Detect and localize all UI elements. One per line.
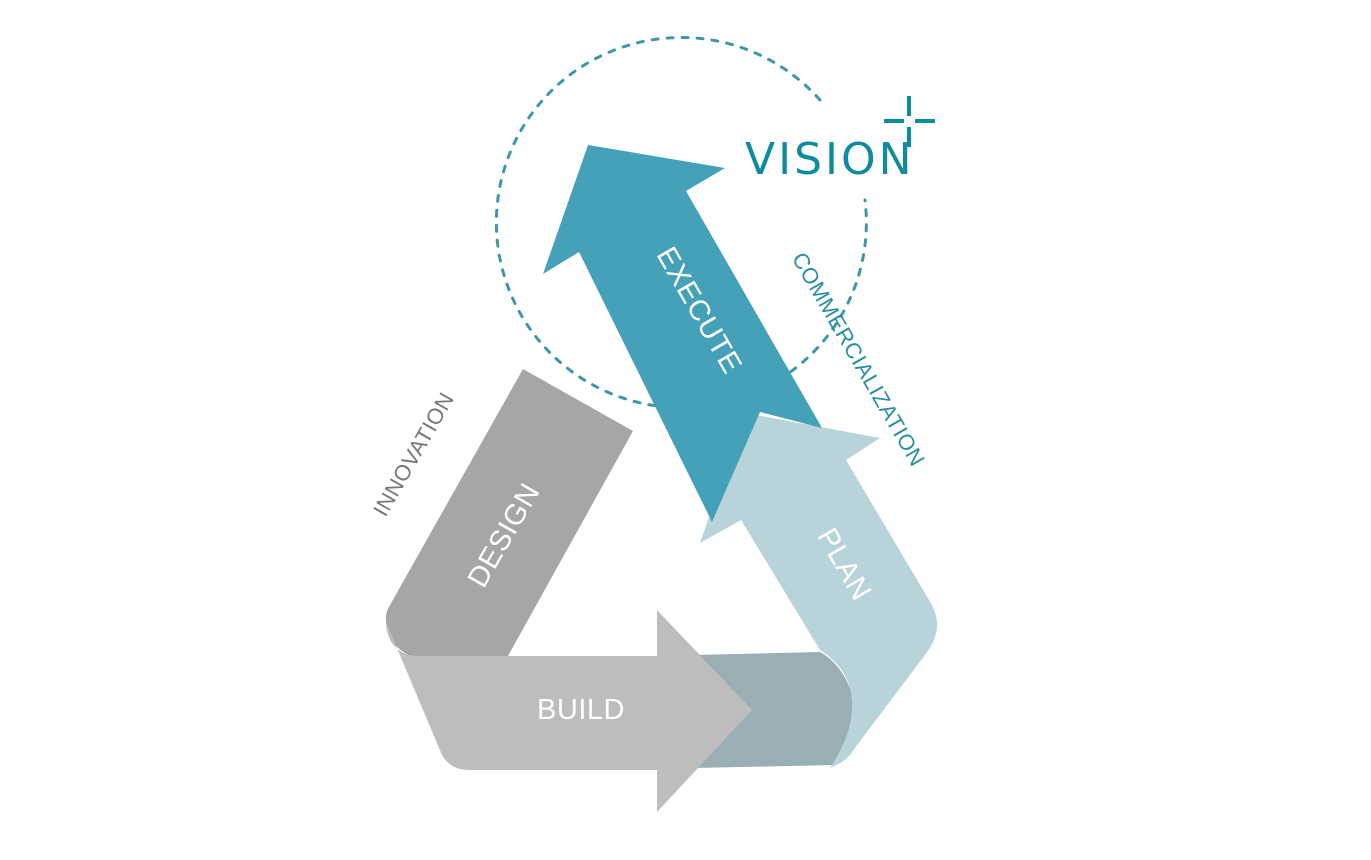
plan-arrow: PLAN	[700, 413, 938, 768]
execute-arrow-shape	[543, 145, 822, 522]
vision-logo: VISION	[745, 96, 935, 185]
build-plan-connector	[695, 652, 858, 768]
design-band-shape	[385, 369, 633, 656]
build-arrow-shape	[386, 610, 752, 812]
build-label: BUILD	[537, 694, 625, 726]
plus-icon	[884, 96, 935, 147]
innovation-label: INNOVATION	[368, 388, 459, 521]
vision-dashed-circle	[494, 36, 868, 409]
vision-logo-text: VISION	[745, 134, 915, 185]
design-fold	[386, 622, 425, 660]
build-arrow: BUILD	[386, 610, 752, 812]
design-band: DESIGN	[385, 369, 633, 660]
plan-arrow-shape	[700, 413, 938, 768]
execute-arrow: EXECUTE	[543, 145, 822, 522]
